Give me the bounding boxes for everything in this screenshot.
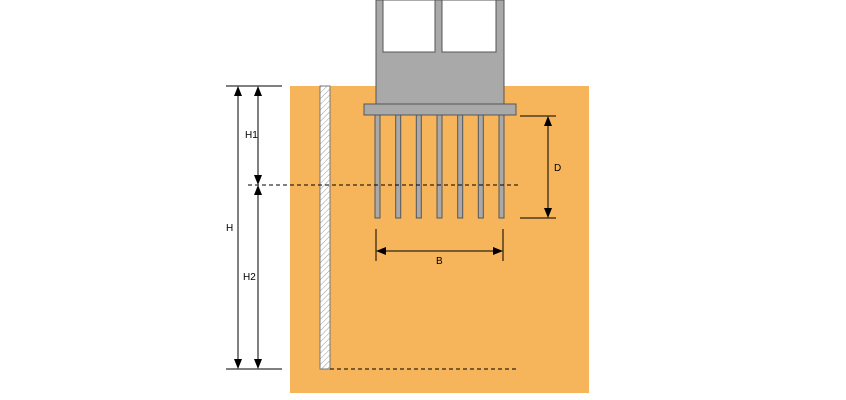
pile xyxy=(374,114,381,219)
b-label: B xyxy=(436,256,443,267)
pile xyxy=(395,114,402,219)
h1-label: H1 xyxy=(245,130,258,141)
column-opening-right xyxy=(441,0,497,53)
pile xyxy=(415,114,422,219)
h2-label: H2 xyxy=(243,272,256,283)
column-opening-left xyxy=(382,0,436,53)
pile xyxy=(477,114,484,219)
pile xyxy=(436,114,443,219)
superstructure xyxy=(363,0,517,116)
pile xyxy=(498,114,505,219)
sheet-pile-wall-hatch xyxy=(320,86,330,369)
pile-cap xyxy=(363,103,517,116)
pile xyxy=(457,114,464,219)
h-label: H xyxy=(226,223,233,234)
d-label: D xyxy=(554,163,561,174)
pile-group xyxy=(374,114,505,219)
